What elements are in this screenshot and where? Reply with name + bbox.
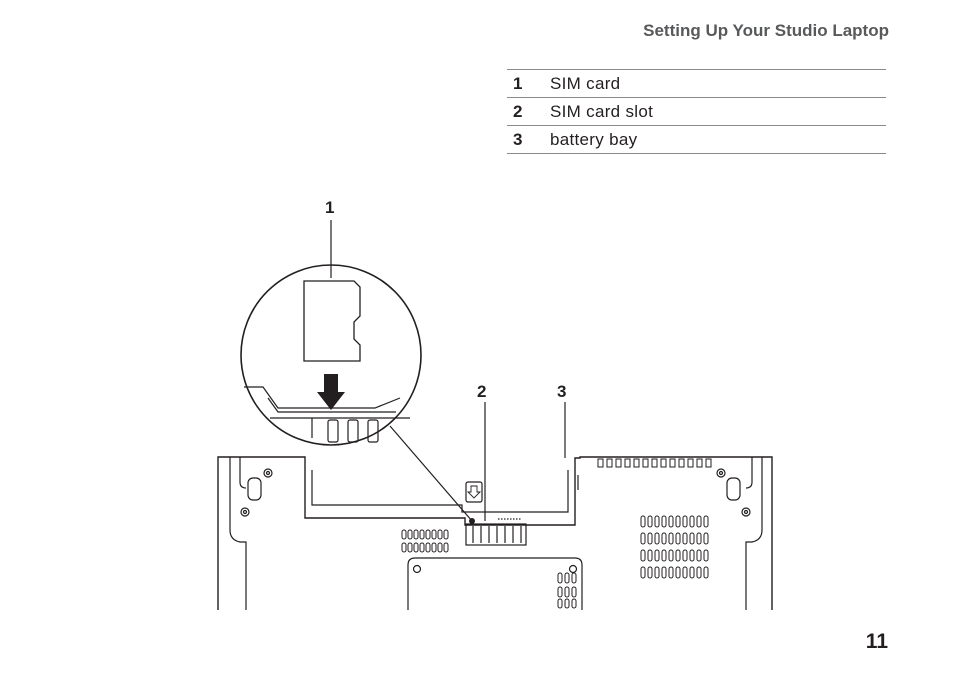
callout-number-3: 3 (557, 382, 567, 401)
legend-number: 2 (507, 97, 550, 126)
zoom-leader-line (389, 425, 473, 522)
slot-marker-dot (469, 518, 475, 524)
legend-number: 3 (507, 125, 550, 154)
callout-number-1: 1 (325, 198, 335, 217)
zoom-inset (240, 264, 422, 446)
callout-legend-table: 1 SIM card 2 SIM card slot 3 battery bay (507, 69, 886, 154)
sim-card-icon (303, 280, 361, 362)
legend-label: battery bay (550, 125, 886, 154)
legend-label: SIM card slot (550, 97, 886, 126)
legend-row: 1 SIM card (507, 69, 886, 98)
laptop-base (217, 456, 773, 610)
page-number: 11 (865, 630, 888, 653)
page-header-title: Setting Up Your Studio Laptop (643, 21, 889, 40)
legend-row: 3 battery bay (507, 125, 886, 154)
callout-number-2: 2 (477, 382, 487, 401)
legend-label: SIM card (550, 69, 886, 98)
legend-number: 1 (507, 69, 550, 98)
legend-row: 2 SIM card slot (507, 97, 886, 126)
arrow-down-icon (317, 374, 345, 410)
